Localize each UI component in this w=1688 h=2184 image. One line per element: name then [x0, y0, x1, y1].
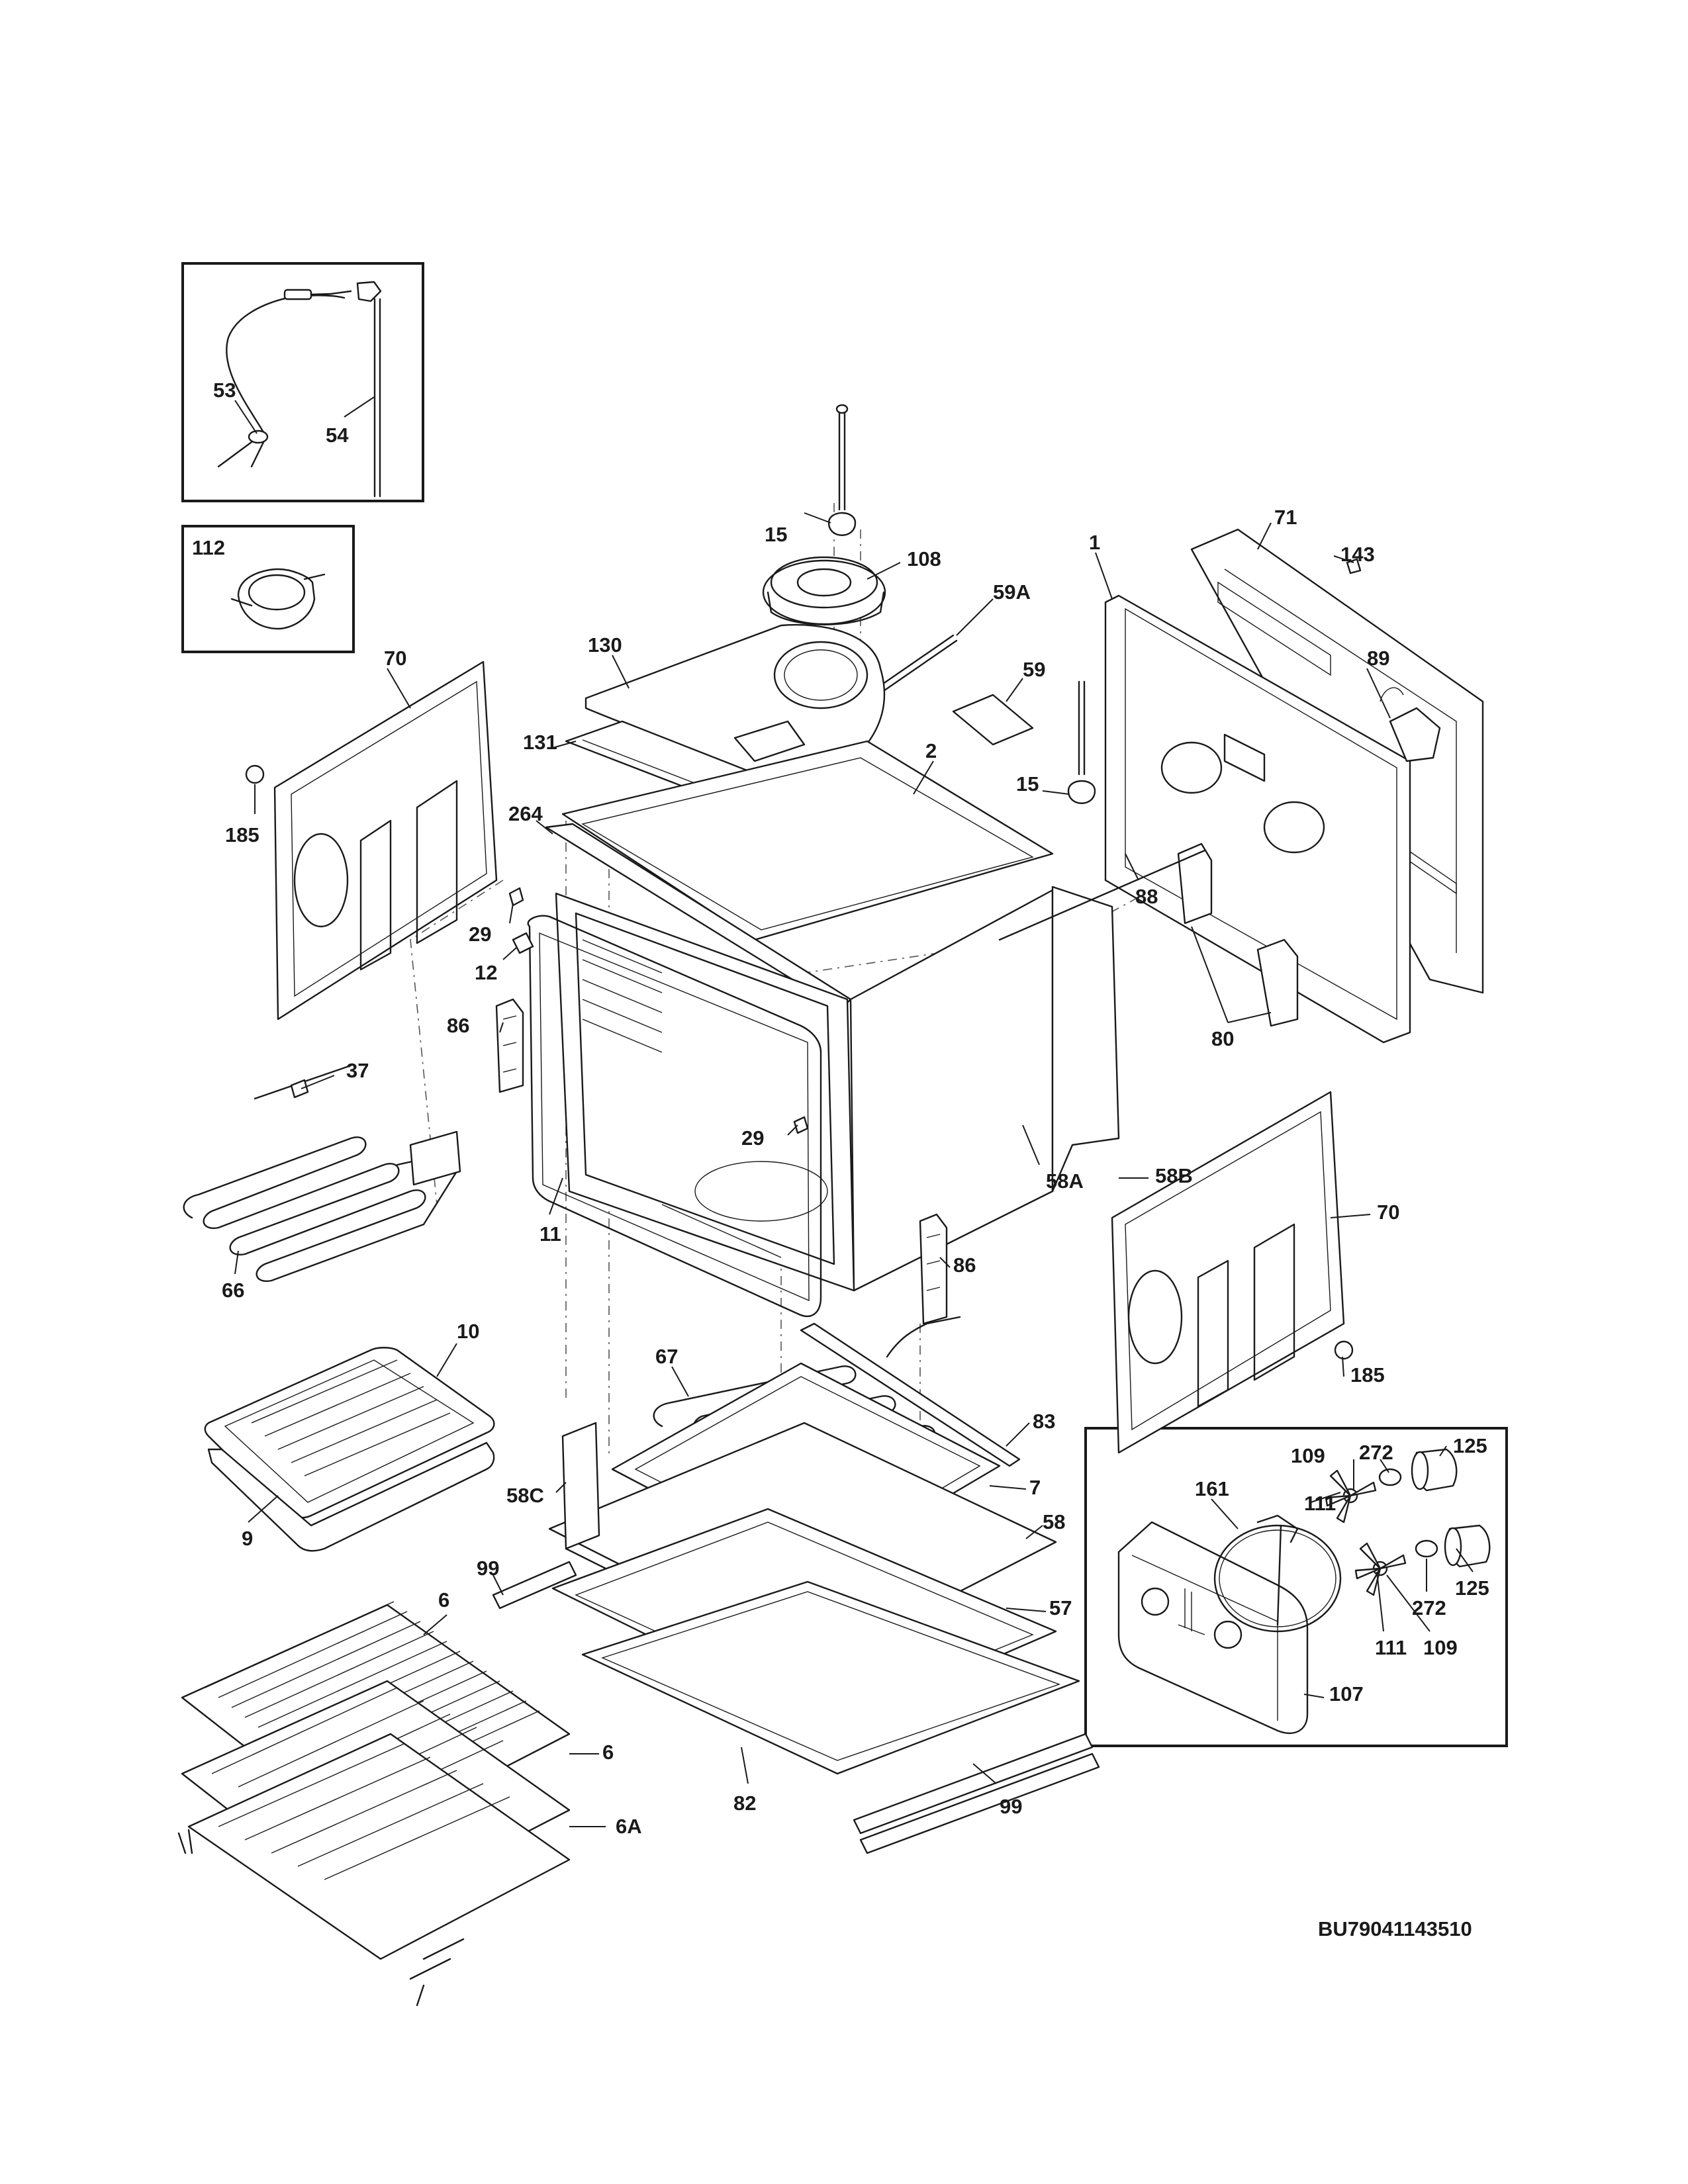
part-callout-10: 10 [457, 1320, 479, 1343]
part-callout-108: 108 [907, 547, 941, 570]
broil-pan [204, 1347, 495, 1552]
part-callout-131: 131 [523, 731, 557, 754]
part-callout-66: 66 [222, 1279, 244, 1302]
part-callout-2: 2 [925, 739, 937, 762]
part-callout-70: 70 [384, 647, 406, 670]
part-callout-58c: 58C [506, 1484, 544, 1507]
part-callout-12: 12 [475, 961, 497, 984]
part-callout-99: 99 [1000, 1795, 1022, 1818]
part-callout-130: 130 [588, 633, 622, 657]
part-callout-29: 29 [741, 1126, 764, 1150]
part-callout-1: 1 [1089, 531, 1100, 554]
part-callout-99: 99 [477, 1557, 499, 1580]
part-callout-7: 7 [1029, 1476, 1041, 1499]
top-components [762, 404, 1096, 804]
part-callout-111: 111 [1375, 1636, 1407, 1659]
oven-racks [177, 1601, 571, 2007]
part-callout-9: 9 [242, 1527, 253, 1550]
part-callout-71: 71 [1274, 506, 1297, 529]
part-callout-264: 264 [508, 802, 543, 825]
part-callout-67: 67 [655, 1345, 678, 1368]
part-callout-15: 15 [765, 523, 787, 546]
part-callout-125: 125 [1453, 1434, 1487, 1457]
part-callout-185: 185 [1350, 1363, 1385, 1387]
part-callout-59: 59 [1023, 658, 1045, 681]
part-callout-37: 37 [346, 1059, 369, 1082]
broil-element [183, 1130, 461, 1282]
part-callout-6: 6 [438, 1588, 449, 1612]
part-callout-185: 185 [225, 823, 259, 846]
rear-panels [998, 528, 1484, 1044]
leader-lines [234, 396, 1474, 1827]
probe-inset-box [181, 262, 424, 502]
part-callout-272: 272 [1412, 1596, 1446, 1619]
convection-inset-box [1084, 1427, 1508, 1747]
bottom-frame [492, 1508, 1100, 1854]
part-callout-112: 112 [192, 536, 225, 559]
part-callout-83: 83 [1033, 1410, 1055, 1433]
part-callout-58b: 58B [1155, 1164, 1193, 1187]
part-callout-272: 272 [1359, 1441, 1393, 1464]
thermostat-inset-box [181, 525, 355, 653]
part-callout-109: 109 [1291, 1444, 1325, 1467]
part-callout-82: 82 [733, 1792, 756, 1815]
part-callout-15: 15 [1016, 772, 1039, 796]
part-callout-109: 109 [1423, 1636, 1458, 1659]
small-fittings [254, 887, 948, 1325]
part-callout-11: 11 [539, 1222, 561, 1246]
part-callout-57: 57 [1049, 1596, 1072, 1619]
part-callout-58: 58 [1043, 1510, 1065, 1533]
part-callout-53: 53 [213, 379, 236, 402]
part-callout-89: 89 [1367, 647, 1389, 670]
drawing-code-label: BU79041143510 [1318, 1917, 1472, 1940]
part-callout-29: 29 [469, 923, 491, 946]
part-callout-54: 54 [326, 424, 349, 447]
part-callout-59a: 59A [993, 580, 1031, 604]
part-callout-80: 80 [1211, 1027, 1234, 1050]
part-callout-161: 161 [1195, 1477, 1229, 1500]
part-callout-86: 86 [953, 1253, 976, 1277]
right-side-panel [1111, 1091, 1354, 1454]
part-callout-143: 143 [1340, 543, 1375, 566]
part-callout-70: 70 [1377, 1201, 1399, 1224]
part-callout-107: 107 [1329, 1682, 1364, 1706]
part-callout-58a: 58A [1046, 1169, 1084, 1193]
callout-labels: 53 54 112 15 108 59A 1 71 143 130 59 89 70 131 2 15 185 2… [192, 379, 1489, 1838]
part-callout-6: 6 [602, 1741, 614, 1764]
part-callout-111: 111 [1304, 1492, 1336, 1515]
left-side-panel [245, 660, 498, 1021]
part-callout-86: 86 [447, 1014, 469, 1037]
part-callout-88: 88 [1135, 885, 1158, 908]
part-callout-125: 125 [1455, 1576, 1489, 1600]
oven-cavity [527, 740, 1120, 1317]
part-callout-6a: 6A [616, 1815, 642, 1838]
